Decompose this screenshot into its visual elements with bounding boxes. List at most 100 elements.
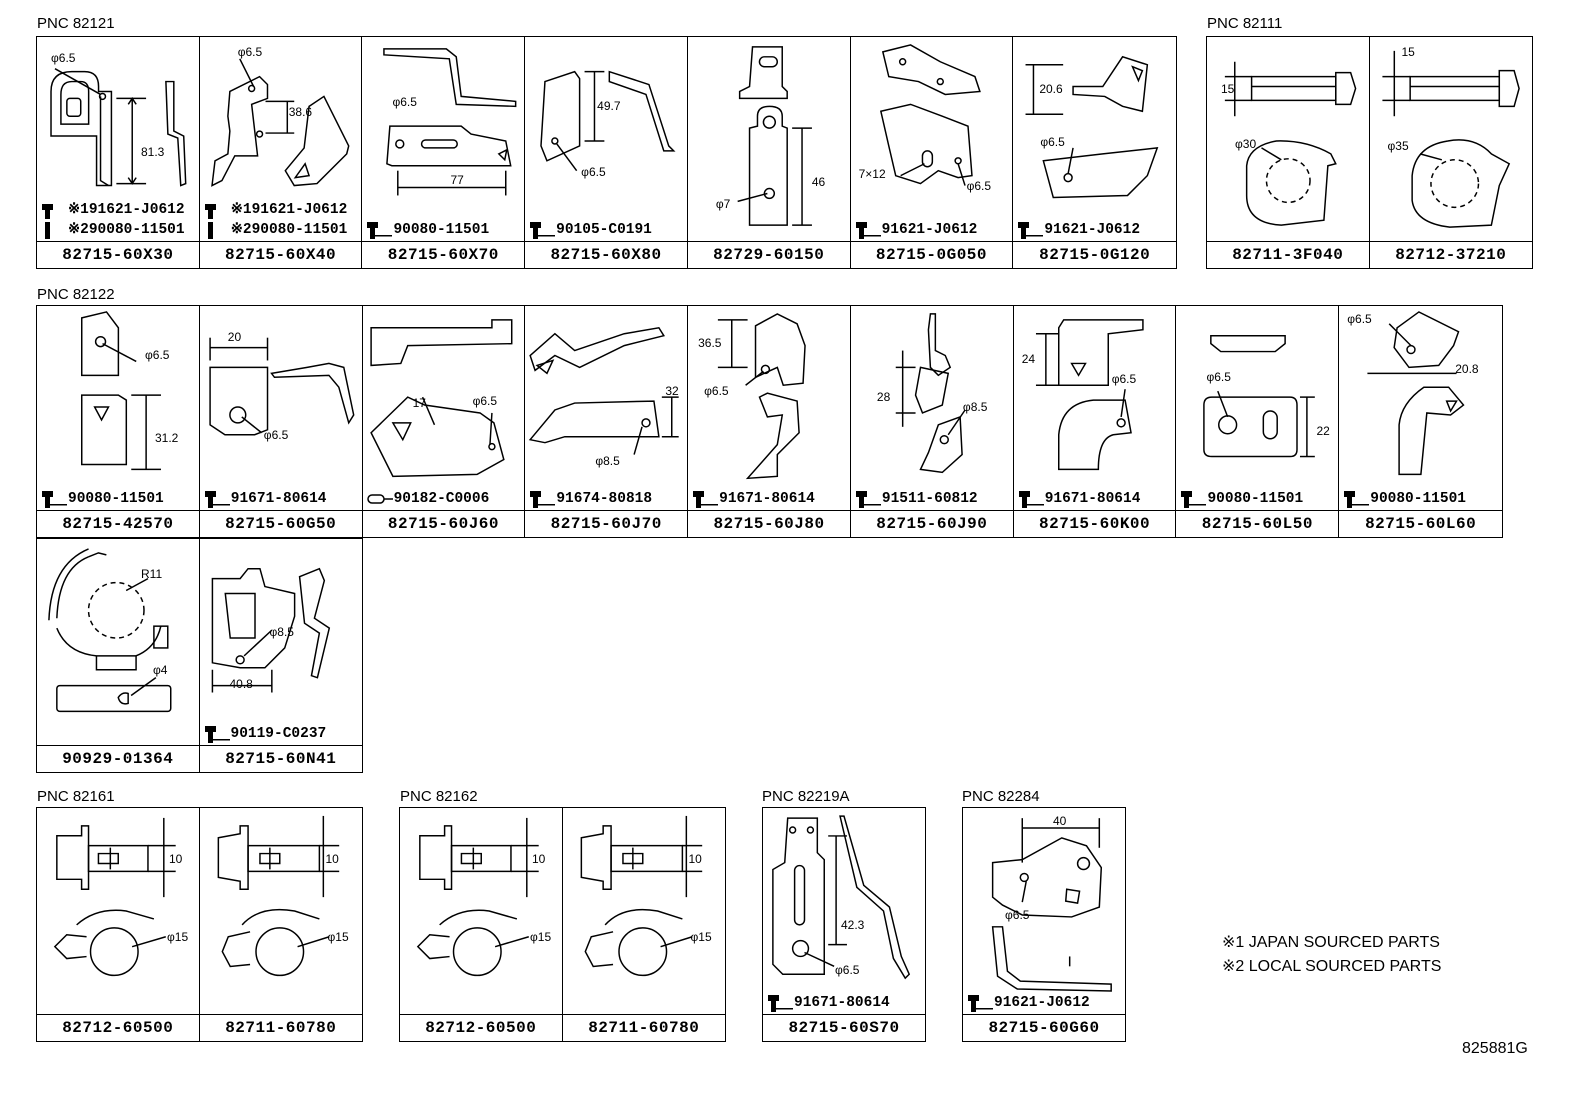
part-number[interactable]: 82715-42570: [37, 510, 199, 537]
part-drawing: [763, 808, 925, 1015]
part-number[interactable]: 82715-60J60: [362, 510, 525, 537]
fastener-list: 90119-C0237: [204, 724, 327, 744]
part-number[interactable]: 90929-01364: [37, 745, 199, 772]
flange-bolt-icon: [41, 201, 67, 219]
part-number[interactable]: 82715-60X80: [525, 241, 687, 268]
fastener-list: 91671-80614: [204, 489, 327, 509]
part-drawing: [851, 37, 1013, 242]
part-number[interactable]: 82715-0G120: [1013, 241, 1177, 268]
part-number[interactable]: 82712-60500: [37, 1014, 199, 1041]
part-number[interactable]: 82715-60G50: [199, 510, 362, 537]
part-cell[interactable]: φ6.5 38.6 ※191621-J0612 ※290080-11501 82…: [199, 37, 363, 268]
fastener-part-number: 91671-80614: [230, 491, 327, 507]
part-number[interactable]: 82712-37210: [1369, 241, 1532, 268]
part-drawing: [362, 37, 524, 242]
fastener-part-number: 91671-80614: [794, 995, 890, 1011]
fastener-list: 91621-J0612: [855, 220, 978, 240]
dim-label: 32: [665, 384, 679, 398]
part-cell[interactable]: 17 φ6.5 90182-C0006 82715-60J60: [362, 306, 526, 537]
part-cell[interactable]: φ6.5 20.8 90080-11501 82715-60L60: [1339, 306, 1503, 537]
part-cell[interactable]: φ6.5 77 90080-11501 82715-60X70: [362, 37, 526, 268]
part-cell[interactable]: 20 φ6.5 91671-80614 82715-60G50: [199, 306, 363, 537]
part-drawing: [200, 306, 362, 511]
fastener-part-number: 91511-60812: [881, 491, 978, 507]
dim-label: 10: [688, 852, 702, 866]
part-number[interactable]: 82715-60K00: [1013, 510, 1176, 537]
part-number[interactable]: 82715-60J70: [525, 510, 688, 537]
pnc-label: PNC 82122: [37, 286, 115, 303]
dim-label: 10: [169, 852, 183, 866]
part-cell[interactable]: φ6.5 81.3 ※191621-J0612 ※290080-11501 82…: [37, 37, 200, 268]
dim-label: φ8.5: [962, 400, 988, 414]
dim-label: φ8.5: [269, 625, 294, 639]
part-cell[interactable]: 10 φ15 82711-60780: [199, 808, 362, 1041]
part-drawing: [1339, 306, 1502, 511]
part-number[interactable]: 82711-60780: [562, 1014, 725, 1041]
pnc-label: PNC 82219A: [762, 788, 850, 805]
part-number[interactable]: 82712-60500: [400, 1014, 562, 1041]
part-number[interactable]: 82715-60G60: [963, 1014, 1125, 1041]
part-number[interactable]: 82715-60N41: [199, 745, 362, 772]
parts-grid-82284: 40 φ6.5 91621-J0612 82715-60G60: [962, 807, 1126, 1042]
part-number[interactable]: 82715-0G050: [850, 241, 1013, 268]
part-cell[interactable]: 40 φ6.5 91621-J0612 82715-60G60: [963, 808, 1125, 1041]
dim-label: φ7: [715, 197, 731, 211]
fastener-part-number: 90119-C0237: [230, 726, 327, 742]
fastener-list: ※191621-J0612 ※290080-11501: [204, 200, 347, 240]
flange-bolt-icon: [1343, 490, 1370, 508]
part-cell[interactable]: 15 φ35 82712-37210: [1369, 37, 1532, 268]
fastener-list: 91674-80818: [529, 489, 652, 509]
part-number[interactable]: 82715-60X70: [362, 241, 525, 268]
part-cell[interactable]: 20.6 φ6.5 91621-J0612 82715-0G120: [1013, 37, 1177, 268]
parts-grid-82219a: 42.3 φ6.5 91671-80614 82715-60S70: [762, 807, 926, 1042]
part-cell[interactable]: 7×12 φ6.5 91621-J0612 82715-0G050: [850, 37, 1014, 268]
part-number[interactable]: 82715-60L60: [1339, 510, 1503, 537]
fastener-part-number: 91621-J0612: [881, 222, 978, 238]
part-cell[interactable]: φ6.5 22 90080-11501 82715-60L50: [1176, 306, 1340, 537]
fastener-list: 90080-11501: [1180, 489, 1303, 509]
part-number[interactable]: 82715-60S70: [763, 1014, 925, 1041]
part-number[interactable]: 82729-60150: [687, 241, 850, 268]
part-number[interactable]: 82715-60L50: [1176, 510, 1339, 537]
part-number[interactable]: 82711-60780: [199, 1014, 362, 1041]
part-cell[interactable]: 49.7 φ6.5 90105-C0191 82715-60X80: [525, 37, 688, 268]
part-cell[interactable]: 10 φ15 82711-60780: [562, 808, 725, 1041]
part-cell[interactable]: 46 φ7 82729-60150: [687, 37, 851, 268]
dim-label: φ6.5: [237, 45, 263, 59]
fastener-list: 90080-11501: [41, 489, 164, 509]
part-cell[interactable]: 10 φ15 82712-60500: [37, 808, 200, 1041]
part-cell[interactable]: 42.3 φ6.5 91671-80614 82715-60S70: [763, 808, 925, 1041]
part-cell[interactable]: 36.5 φ6.5 91671-80614 82715-60J80: [688, 306, 851, 537]
part-cell[interactable]: φ6.5 31.2 90080-11501 82715-42570: [37, 306, 200, 537]
fastener-list: 90105-C0191: [529, 220, 652, 240]
part-number[interactable]: 82715-60X40: [199, 241, 362, 268]
dim-label: φ30: [1235, 137, 1257, 151]
part-cell[interactable]: φ8.5 40.8 90119-C0237 82715-60N41: [199, 539, 362, 772]
part-cell[interactable]: R11 φ4 90929-01364: [37, 539, 200, 772]
part-cell[interactable]: 28 φ8.5 91511-60812 82715-60J90: [850, 306, 1014, 537]
fastener-list: 90080-11501: [366, 220, 489, 240]
part-drawing: [1207, 37, 1369, 242]
part-cell[interactable]: 32 φ8.5 91674-80818 82715-60J70: [525, 306, 689, 537]
part-drawing: [363, 306, 525, 511]
parts-grid-82122-continued: R11 φ4 90929-01364 φ8.5 40.8 90119-C0237…: [36, 538, 363, 773]
part-drawing: [200, 37, 362, 242]
part-cell[interactable]: 15 φ30 82711-3F040: [1207, 37, 1370, 268]
part-drawing: [1013, 37, 1176, 242]
dim-label: φ6.5: [472, 394, 498, 408]
part-number[interactable]: 82715-60X30: [37, 241, 199, 268]
fastener-part-number: 90080-11501: [1370, 491, 1466, 507]
dim-label: 17: [412, 396, 426, 410]
dim-label: φ6.5: [51, 51, 76, 65]
dim-label: φ4: [153, 663, 168, 677]
part-cell[interactable]: 24 φ6.5 91671-80614 82715-60K00: [1013, 306, 1177, 537]
fastener-part-number: ※290080-11501: [68, 222, 185, 238]
parts-grid-82111: 15 φ30 82711-3F040 15 φ35 82712-37210: [1206, 36, 1533, 269]
part-cell[interactable]: 10 φ15 82712-60500: [400, 808, 563, 1041]
flange-bolt-icon: [1180, 490, 1207, 508]
fastener-part-number: 90080-11501: [1207, 491, 1304, 507]
part-number[interactable]: 82715-60J80: [688, 510, 850, 537]
part-number[interactable]: 82715-60J90: [850, 510, 1013, 537]
part-number[interactable]: 82711-3F040: [1207, 241, 1369, 268]
fastener-part-number: 90080-11501: [393, 222, 490, 238]
